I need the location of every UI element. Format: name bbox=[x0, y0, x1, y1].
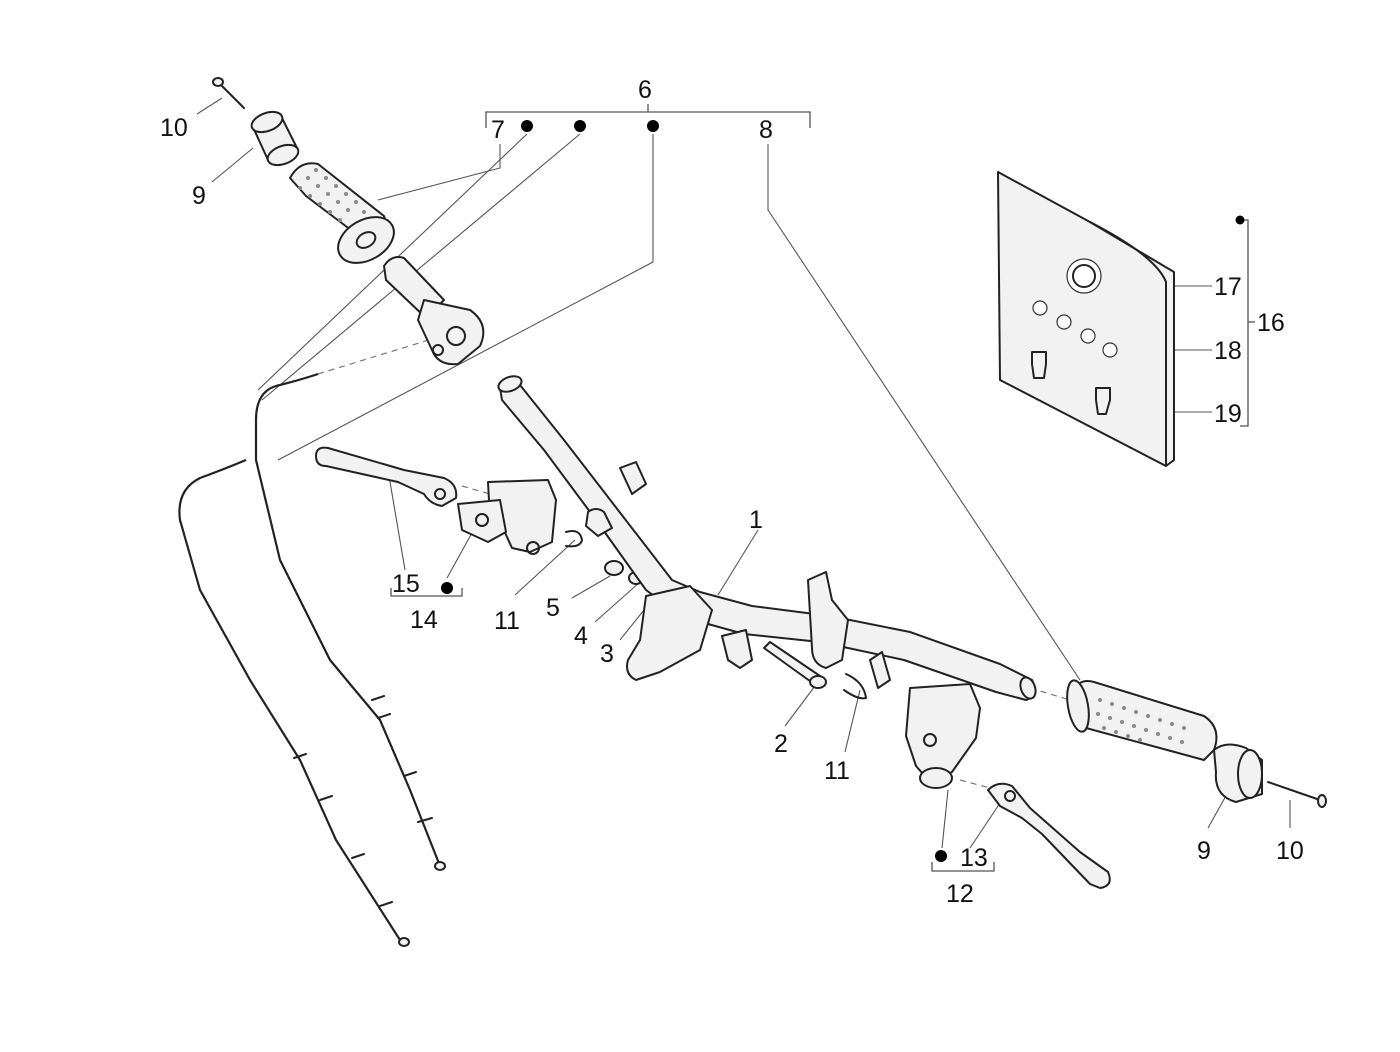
callout-5: 5 bbox=[546, 594, 560, 622]
callout-10-top: 10 bbox=[160, 114, 188, 142]
callout-13: 13 bbox=[960, 844, 988, 872]
handlebar-part-1 bbox=[497, 375, 1037, 701]
leader-lines bbox=[196, 97, 1291, 849]
callout-10-right: 10 bbox=[1276, 837, 1304, 865]
callout-17: 17 bbox=[1214, 273, 1242, 301]
brake-lever-part-13-right bbox=[987, 782, 1111, 889]
bullet-dot bbox=[521, 120, 533, 132]
callout-9-right: 9 bbox=[1197, 837, 1211, 865]
bolt-part-10-top bbox=[212, 77, 245, 109]
bracket-group-12 bbox=[931, 862, 995, 872]
callout-11-right: 11 bbox=[824, 757, 850, 785]
callout-2: 2 bbox=[774, 730, 788, 758]
callout-8: 8 bbox=[759, 116, 773, 144]
assembly-axes bbox=[317, 334, 1071, 789]
callout-9-top: 9 bbox=[192, 182, 206, 210]
callout-7: 7 bbox=[491, 116, 505, 144]
grip-part-7-left bbox=[289, 162, 395, 264]
circlip-part-11-left bbox=[565, 530, 583, 548]
callout-16: 16 bbox=[1257, 309, 1285, 337]
throttle-housing-part bbox=[383, 256, 485, 366]
brake-lever-part-15-left bbox=[315, 446, 458, 507]
bullet-dot bbox=[647, 120, 659, 132]
callout-18: 18 bbox=[1214, 337, 1242, 365]
throttle-cables-part bbox=[178, 372, 446, 947]
callout-6: 6 bbox=[638, 76, 652, 104]
callout-3: 3 bbox=[600, 640, 614, 668]
bullet-dot bbox=[1235, 215, 1245, 225]
bolt-part-2 bbox=[763, 641, 827, 689]
bullet-dot bbox=[935, 850, 947, 862]
callout-11-left: 11 bbox=[494, 607, 520, 635]
master-cylinder-right bbox=[905, 683, 981, 789]
bar-end-weight-part-9-right bbox=[1213, 743, 1263, 803]
bar-end-weight-part-9-top bbox=[250, 110, 300, 167]
bracket-group-6 bbox=[485, 104, 811, 128]
callout-labels: 1 2 3 4 5 6 7 8 9 9 10 10 11 11 12 13 14… bbox=[160, 76, 1304, 908]
circlip-part-11-right bbox=[843, 673, 867, 700]
panel-part-16 bbox=[997, 171, 1175, 467]
callout-1: 1 bbox=[749, 506, 763, 534]
bolt-part-10-right bbox=[1267, 781, 1327, 808]
bracket-group-16 bbox=[1240, 219, 1255, 427]
callout-19: 19 bbox=[1214, 400, 1242, 428]
callout-14: 14 bbox=[410, 606, 438, 634]
bullet-dot bbox=[441, 582, 453, 594]
callout-4: 4 bbox=[574, 622, 588, 650]
grip-part-8-right bbox=[1066, 679, 1218, 761]
master-cylinder-left bbox=[457, 479, 557, 555]
callout-12: 12 bbox=[946, 880, 974, 908]
bullet-dot bbox=[574, 120, 586, 132]
bracket-group-14 bbox=[390, 588, 463, 597]
callout-15: 15 bbox=[392, 570, 420, 598]
